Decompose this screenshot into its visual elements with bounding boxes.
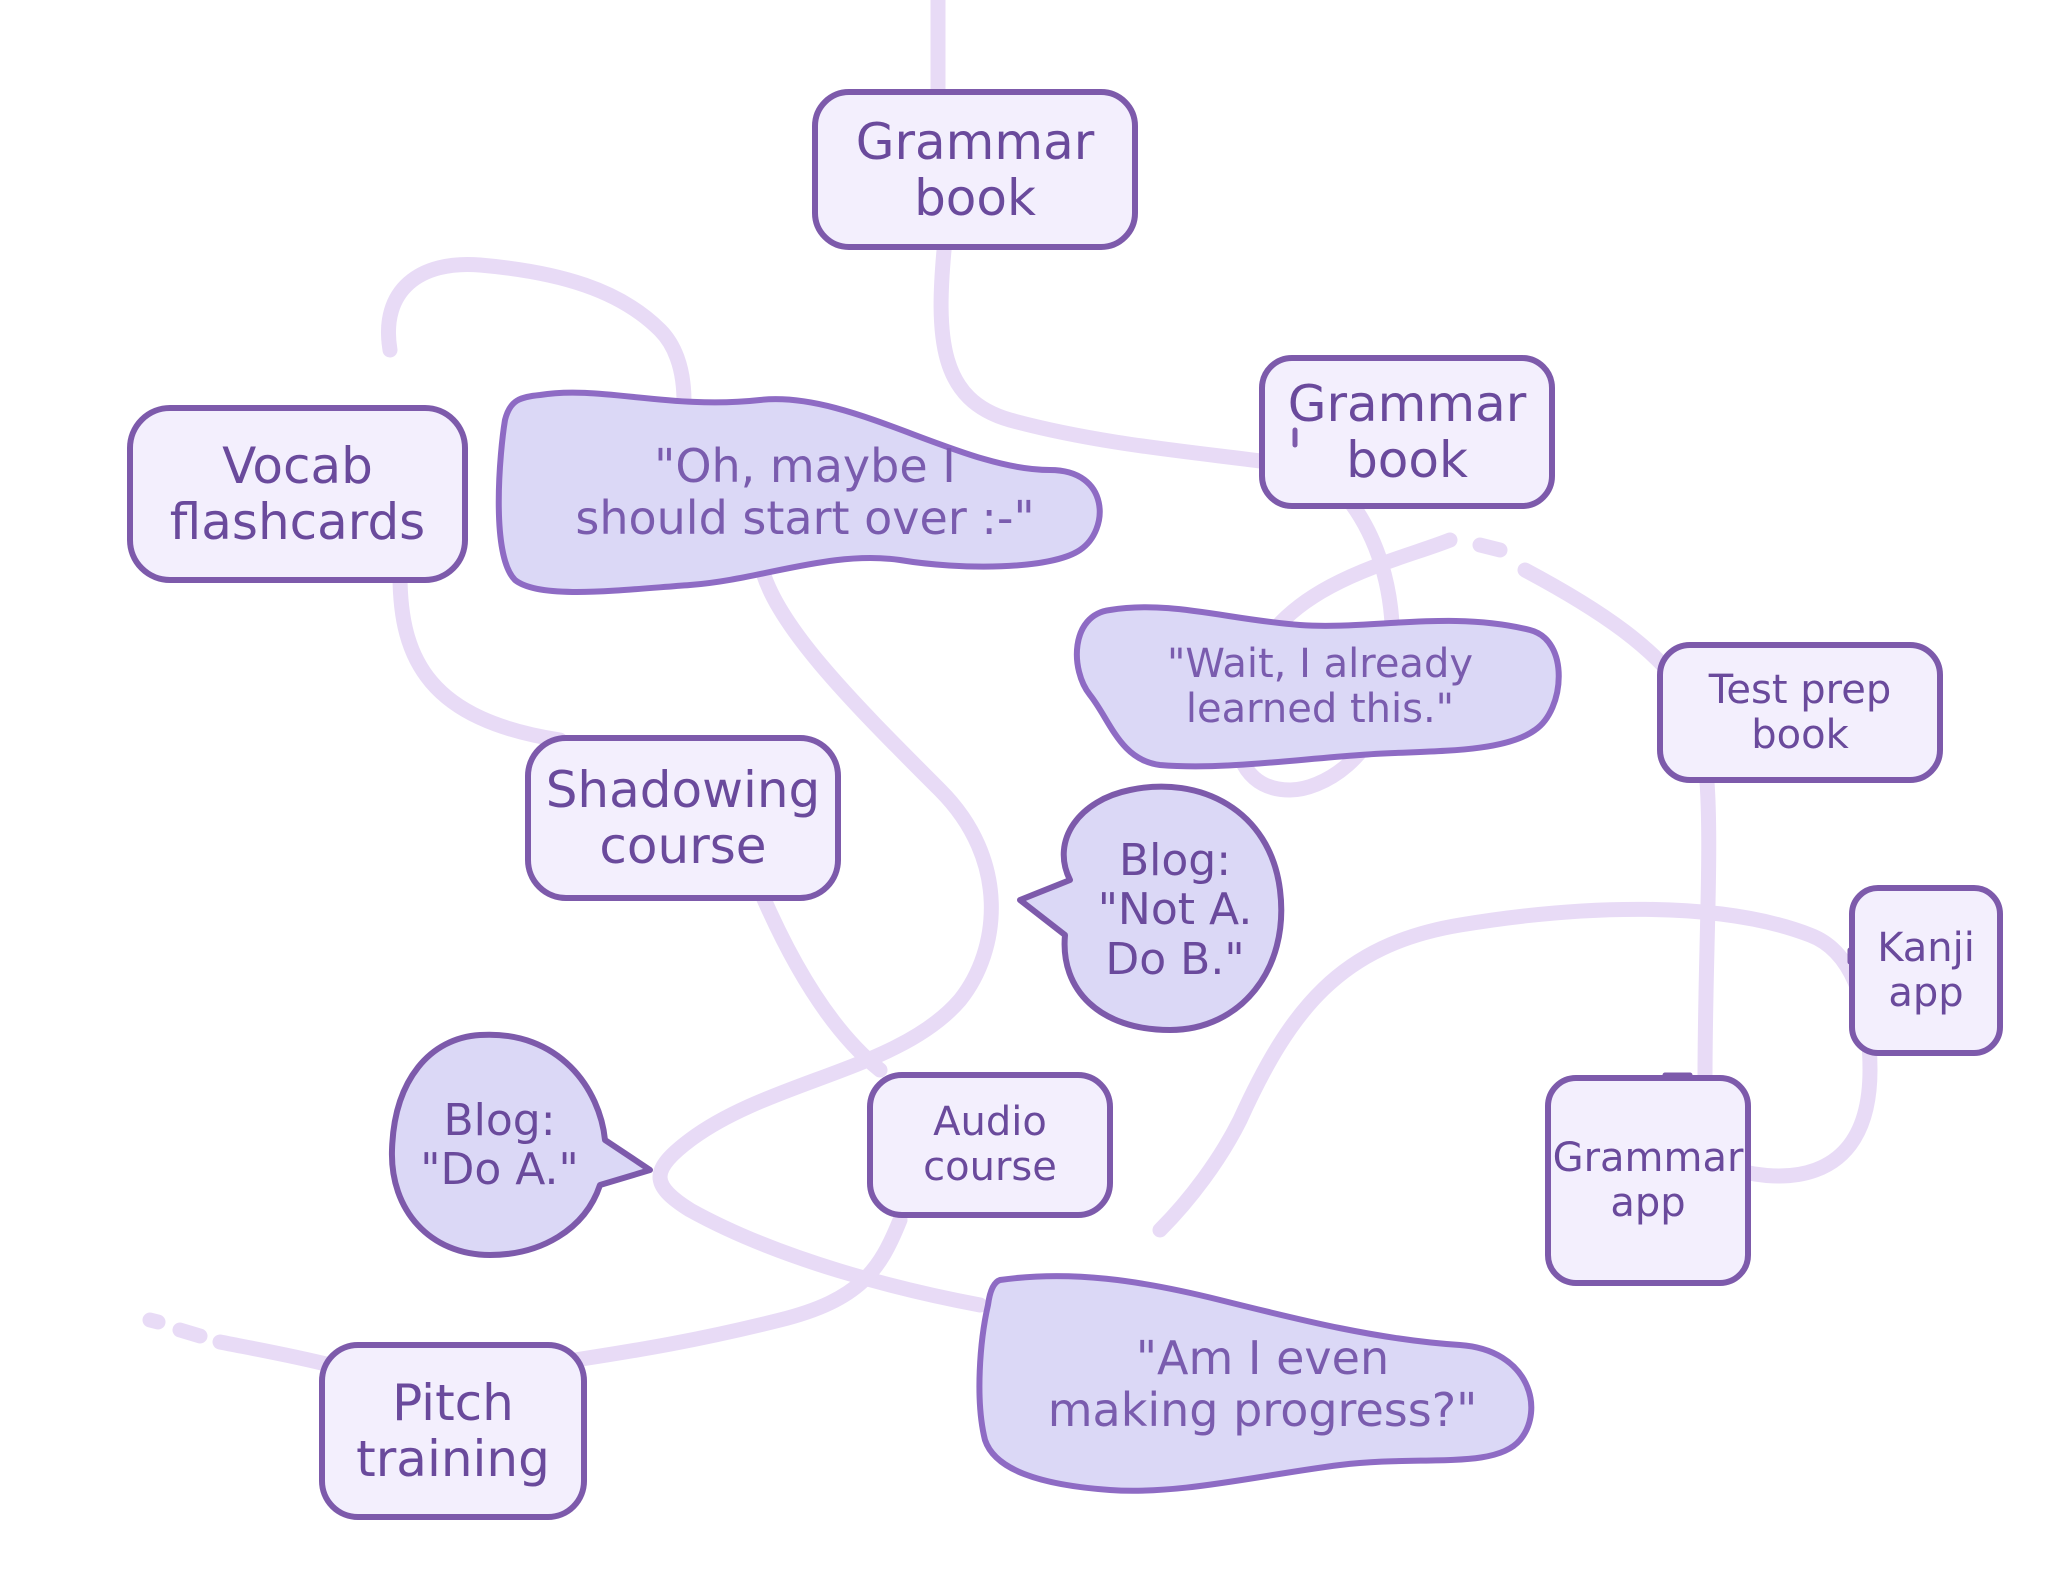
path-pitch-left [212,1334,338,1373]
thought-progress-shape [976,1273,1535,1494]
decorative-dashes [1292,427,1853,1078]
blog-do-a-shape [388,1031,653,1258]
blog-shapes [388,783,1285,1258]
thought-shapes [495,389,1562,1494]
path-left-loop [381,256,692,478]
blog-not-a-shape [1017,783,1285,1033]
path-audio-to-pitch [567,1212,908,1368]
path-vocab-to-shadowing [392,567,568,748]
vocab-flashcards-box [127,405,468,583]
thought-start-over-shape [495,389,1103,595]
path-pitch-dots [142,1312,208,1344]
test-prep-book-box [1657,642,1943,783]
audio-course-box [867,1072,1113,1218]
pitch-training-box [319,1342,587,1520]
shadowing-course-box [525,735,841,901]
grammar-book-2-box [1259,355,1555,509]
thought-already-learned-shape [1073,604,1562,770]
kanji-app-box [1849,885,2003,1056]
grammar-app-box [1545,1075,1751,1286]
box-shapes [127,89,2003,1520]
grammar-book-1-box [812,89,1138,250]
path-shadowing-to-audio [752,882,888,1078]
